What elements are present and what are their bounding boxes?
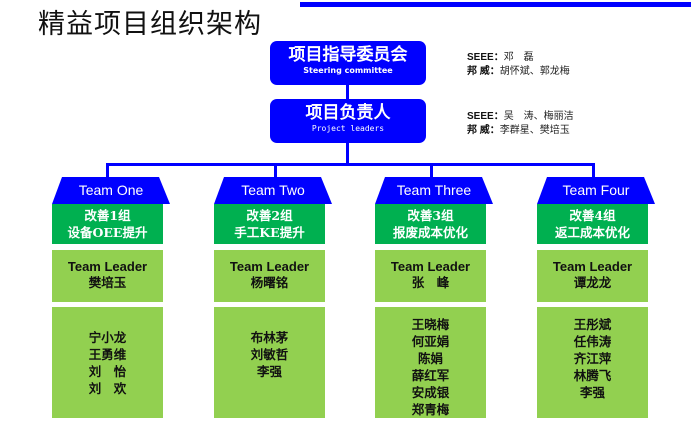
team-header: Team One [52,177,170,204]
team-group: 改善1组 [84,208,131,223]
steering-committee-title-cn: 项目指导委员会 [288,45,408,65]
project-leaders-box: 项目负责人 Project leaders [270,99,426,143]
project-leaders-title-en: Project leaders [311,124,385,133]
team-member: 刘 欢 [88,381,127,396]
team-members-box: 王彤斌任伟涛齐江萍林腾飞李强 [537,307,648,418]
team-members-box: 宁小龙王勇维刘 怡刘 欢 [52,307,163,418]
team-member: 李强 [256,364,282,379]
team-member: 宁小龙 [88,330,127,345]
project-leaders-info: SEEE：吴 涛、梅丽洁 邦 威：李群星、樊培玉 [467,110,574,138]
team-header: Team Two [214,177,332,204]
team-member: 布林茅 [250,330,289,345]
team-header: Team Three [375,177,493,204]
team-leader-label: Team Leader [67,259,148,274]
team-member: 何亚娟 [411,334,450,349]
team-member: 刘敏哲 [250,347,289,362]
info-row: 邦 威：胡怀斌、郭龙梅 [467,66,570,77]
team-name: Team Four [562,182,630,198]
project-leaders-title-cn: 项目负责人 [305,103,391,123]
info-row: 邦 威：李群星、樊培玉 [467,125,570,136]
team-group: 改善3组 [407,208,454,223]
header-accent-bar [300,2,691,7]
team-member: 李强 [579,385,605,400]
team-member: 安成银 [411,385,450,400]
team-member: 林腾飞 [573,368,612,383]
info-row: SEEE：吴 涛、梅丽洁 [467,111,574,122]
team-leader-name: 杨曙铭 [250,275,289,290]
info-row: SEEE：邓 磊 [467,52,534,63]
team-leader-name: 谭龙龙 [573,275,612,290]
team-group: 改善4组 [569,208,616,223]
team-member: 薛红军 [411,368,450,383]
team-member: 陈娟 [417,351,443,366]
team-goal: 设备OEE提升 [67,225,148,240]
team-member: 齐江萍 [573,351,612,366]
team-name: Team Two [241,182,305,198]
team-members-box: 王晓梅何亚娟陈娟薛红军安成银郑青梅 [375,307,486,418]
team-group: 改善2组 [246,208,293,223]
connector-leaders-to-teams [346,143,349,164]
team-drop-connector [106,164,109,178]
team-leader-label: Team Leader [390,259,471,274]
team-drop-connector [430,164,433,178]
team-members-box: 布林茅刘敏哲李强 [214,307,325,418]
team-goal-box: 改善4组返工成本优化 [537,204,648,244]
team-name: Team Three [396,182,472,198]
team-member: 刘 怡 [88,364,127,379]
team-header-shape [214,177,332,204]
team-leader-name: 张 峰 [411,275,450,290]
team-goal-box: 改善1组设备OEE提升 [52,204,163,244]
team-member: 王晓梅 [411,317,450,332]
team-goal-box: 改善2组手工KE提升 [214,204,325,244]
connector-steering-to-leaders [346,85,349,99]
team-name: Team One [78,182,144,198]
page-title: 精益项目组织架构 [38,9,262,40]
team-drop-connector [592,164,595,178]
team-member: 任伟涛 [573,334,612,349]
team-member: 王勇维 [88,347,127,362]
team-header-shape [52,177,170,204]
team-leader-name: 樊培玉 [88,275,127,290]
team-header-shape [375,177,493,204]
team-goal: 手工KE提升 [234,225,305,240]
team-header: Team Four [537,177,655,204]
team-branch-line [106,163,595,166]
team-goal: 报废成本优化 [392,225,468,240]
team-leader-label: Team Leader [229,259,310,274]
steering-members-info: SEEE：邓 磊 邦 威：胡怀斌、郭龙梅 [467,51,570,79]
team-member: 郑青梅 [411,402,450,417]
team-goal-box: 改善3组报废成本优化 [375,204,486,244]
steering-committee-box: 项目指导委员会 Steering committee [270,41,426,85]
team-header-shape [537,177,655,204]
team-member: 王彤斌 [573,317,612,332]
team-leader-label: Team Leader [552,259,633,274]
steering-committee-title-en: Steering committee [303,66,393,75]
team-drop-connector [274,164,277,178]
team-goal: 返工成本优化 [554,225,630,240]
